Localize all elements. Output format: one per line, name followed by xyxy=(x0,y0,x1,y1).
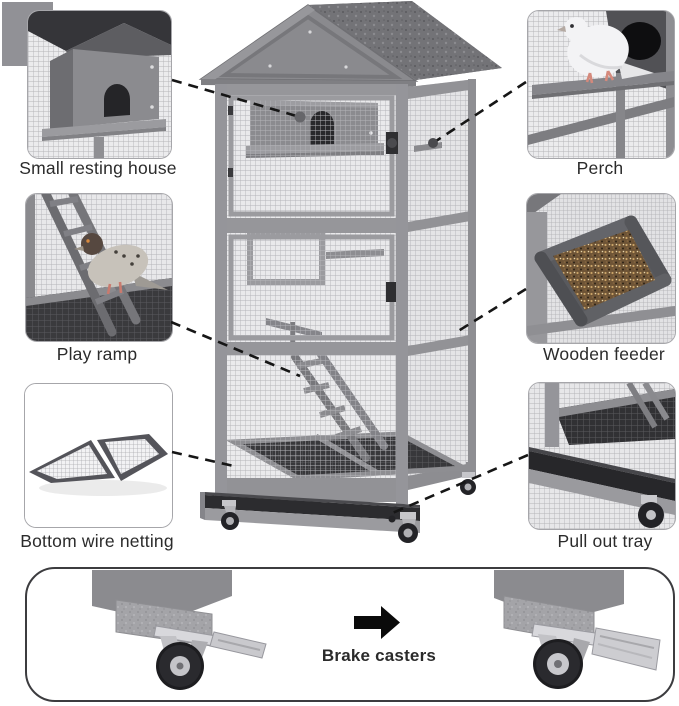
feature-label-wooden-feeder: Wooden feeder xyxy=(543,344,665,364)
feature-label-pull-out-tray: Pull out tray xyxy=(557,531,653,551)
netting-panels xyxy=(29,434,168,483)
feature-label-perch: Perch xyxy=(576,158,624,178)
right-brake-caster-illustration xyxy=(494,570,661,689)
door-latch xyxy=(386,132,398,302)
caster-wheel xyxy=(638,495,664,528)
nest-box xyxy=(42,49,166,158)
pigeon xyxy=(74,233,168,295)
feature-card-small-resting-house xyxy=(27,10,172,159)
bird-seed xyxy=(553,230,655,310)
feature-card-play-ramp xyxy=(25,193,173,342)
wooden-feeder-illustration xyxy=(527,194,675,343)
tray xyxy=(529,447,675,515)
feature-card-bottom-wire-netting xyxy=(24,383,173,528)
dove xyxy=(557,17,654,84)
perch-illustration xyxy=(528,11,674,158)
cage-side-face xyxy=(408,79,476,490)
resting-house-illustration xyxy=(28,11,171,158)
pull-out-tray-illustration xyxy=(529,383,675,529)
play-ramp-illustration xyxy=(26,194,172,341)
feeder-tray xyxy=(534,215,672,327)
aviary-product-photo xyxy=(198,1,502,543)
feature-label-bottom-wire-netting: Bottom wire netting xyxy=(20,531,174,551)
feature-label-small-resting-house: Small resting house xyxy=(19,158,177,178)
feature-card-perch xyxy=(527,10,675,159)
brake-casters-panel: Brake casters xyxy=(25,567,675,702)
feature-card-wooden-feeder xyxy=(526,193,676,344)
brake-casters-label: Brake casters xyxy=(321,646,437,665)
feature-card-pull-out-tray xyxy=(528,382,676,530)
perch-bar xyxy=(532,71,674,99)
pull-out-tray xyxy=(200,492,420,533)
wire-netting-illustration xyxy=(25,384,172,527)
arrow-right-icon xyxy=(354,606,400,639)
feature-label-play-ramp: Play ramp xyxy=(56,344,138,364)
roof xyxy=(198,1,502,87)
left-brake-caster-illustration xyxy=(92,570,267,690)
cage-frame xyxy=(215,84,476,504)
